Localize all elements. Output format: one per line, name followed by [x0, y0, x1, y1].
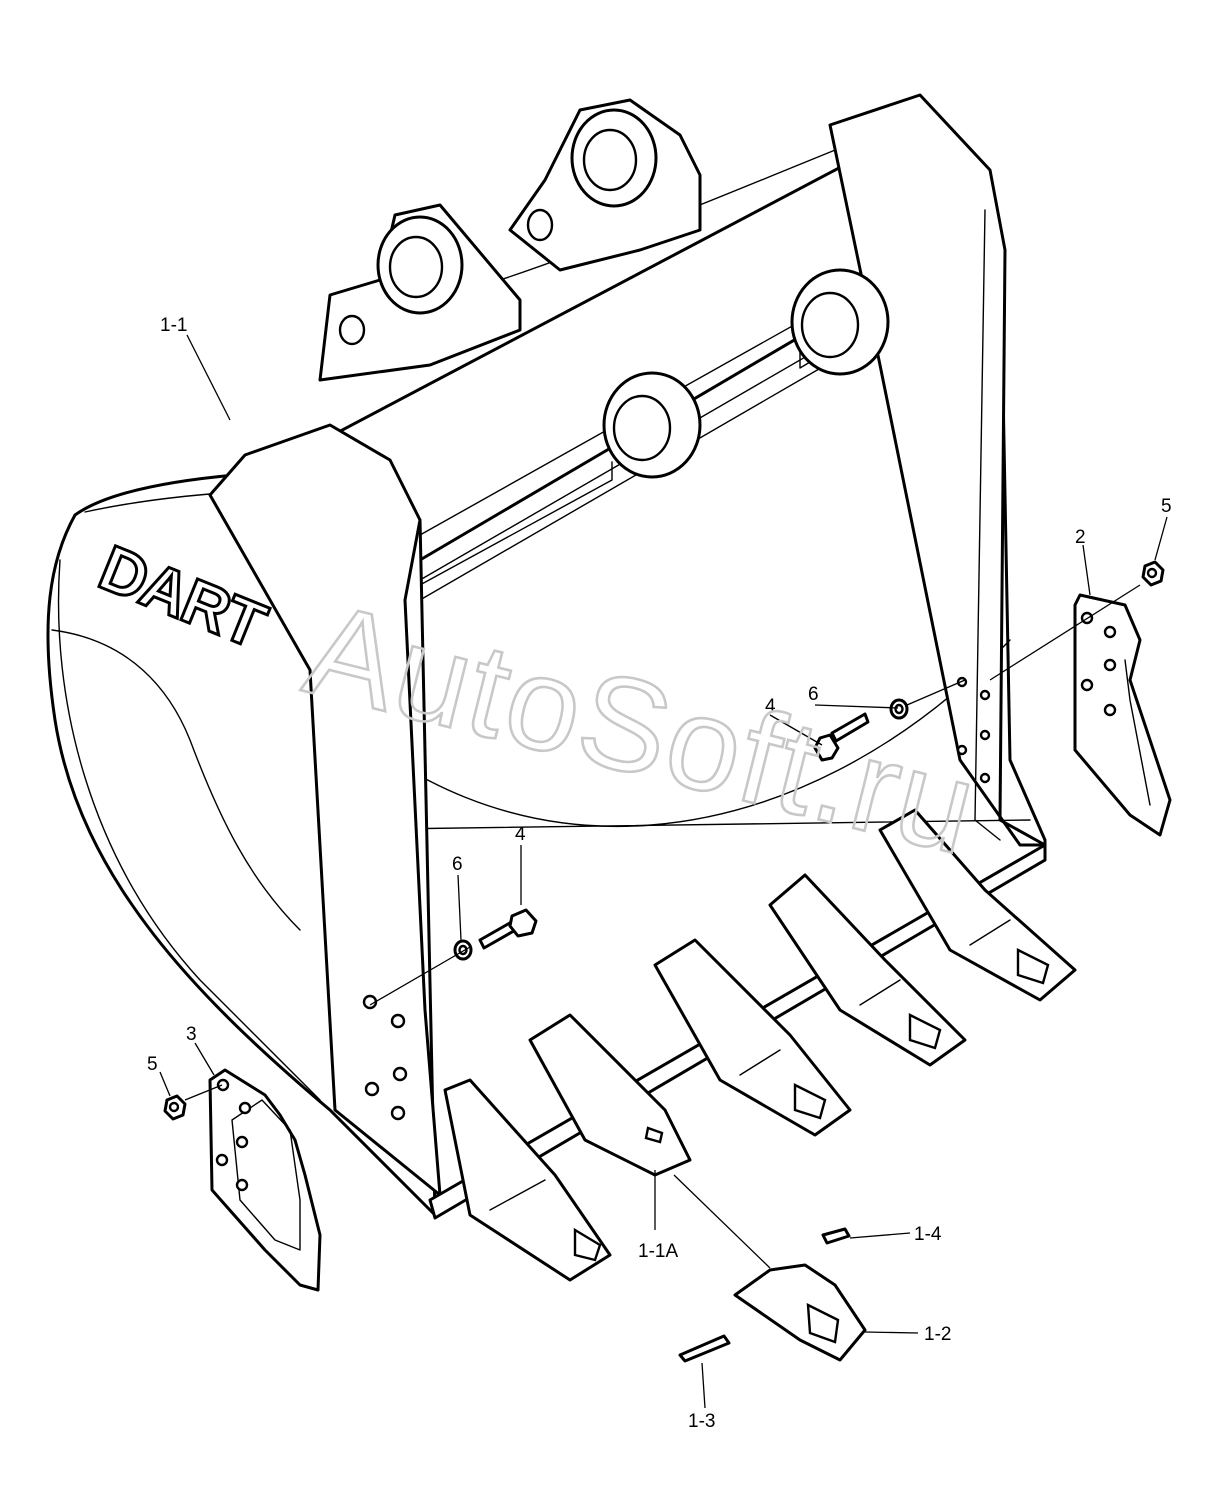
- nut-right: [1141, 560, 1165, 587]
- left-strip-hole: [392, 1066, 408, 1082]
- leader-lines: [159, 334, 1168, 1409]
- left-front-strip: [208, 423, 442, 1197]
- callout-nut-right: 5: [1161, 496, 1172, 517]
- callout-bolt-left: 4: [515, 824, 526, 845]
- callout-side-cutter-left: 3: [186, 1024, 197, 1045]
- callout-bolt-right: 4: [765, 696, 776, 717]
- boss-upper-left: [376, 215, 464, 315]
- callout-lock: 1-4: [914, 1224, 942, 1245]
- pin-exploded: [678, 1334, 731, 1363]
- right-side-plate: [828, 93, 1047, 847]
- washer-right: [889, 698, 909, 720]
- tooth-assembly: [878, 808, 1077, 1002]
- right-plate-hole: [979, 772, 991, 784]
- boss-lower-right: [790, 268, 890, 376]
- tooth-assembly: [768, 873, 967, 1067]
- side-cutter-right: [1073, 593, 1172, 837]
- nut-left: [163, 1094, 187, 1121]
- tooth-assembly: [443, 1078, 612, 1282]
- lock-exploded: [821, 1227, 851, 1245]
- tooth-assembly: [653, 938, 852, 1137]
- tooth-assembly: [528, 1013, 692, 1177]
- callout-body: 1-1: [160, 315, 187, 336]
- bolt-left: [478, 908, 538, 950]
- tooth-exploded: [733, 1263, 867, 1362]
- callout-side-cutter-right: 2: [1075, 527, 1086, 548]
- left-strip-hole: [390, 1013, 406, 1029]
- left-boss-pin-hole: [338, 314, 366, 346]
- left-strip-hole: [364, 1081, 380, 1097]
- callout-washer-right: 6: [808, 684, 819, 705]
- boss-lower-left: [602, 371, 702, 479]
- right-plate-hole: [979, 689, 991, 701]
- callout-tooth: 1-2: [924, 1324, 951, 1345]
- boss-upper-right: [570, 108, 658, 208]
- right-plate-hole: [979, 729, 991, 741]
- callout-pin: 1-3: [688, 1411, 715, 1432]
- right-plate-hole: [956, 744, 968, 756]
- side-cutter-left: [208, 1068, 322, 1292]
- washer-left: [453, 939, 473, 961]
- left-strip-hole: [390, 1105, 406, 1121]
- center-boss-pin-hole: [526, 208, 554, 242]
- callout-washer-left: 6: [452, 854, 463, 875]
- bolt-right: [813, 712, 870, 762]
- callout-adapter: 1-1A: [638, 1241, 678, 1262]
- callout-labels: 1-1 2 5 4 6 4 6 3 5 1-1A 1-4 1-2 1-3: [147, 315, 1172, 1432]
- callout-nut-left: 5: [147, 1054, 158, 1075]
